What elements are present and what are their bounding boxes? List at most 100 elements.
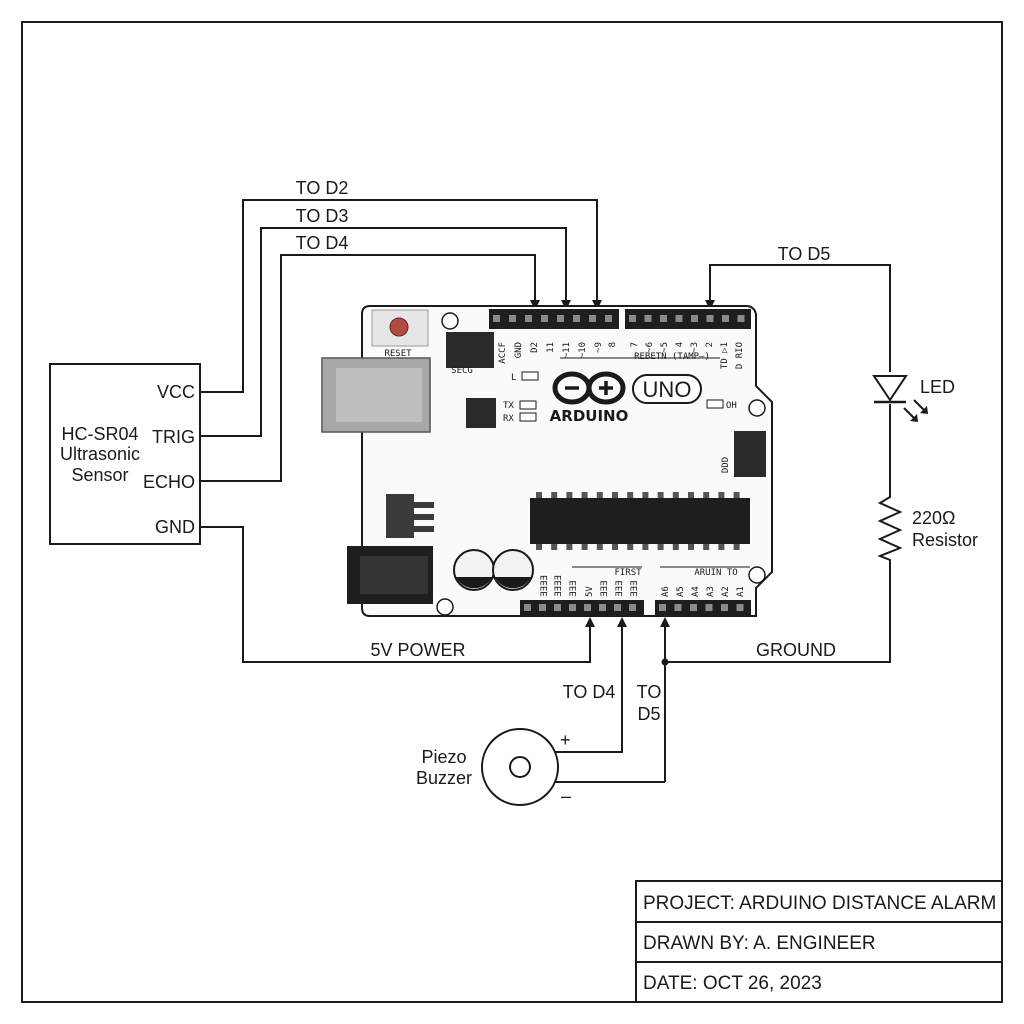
- pin-label: ƎƎƎ: [600, 581, 610, 597]
- resistor: 220Ω Resistor: [877, 490, 978, 563]
- chip-pin: [688, 492, 694, 498]
- header-hole: [660, 315, 667, 322]
- header-hole: [557, 315, 564, 322]
- usb-connector-inner: [336, 368, 422, 422]
- header-hole: [644, 315, 652, 322]
- chip-pin: [703, 544, 710, 550]
- led-rx-indicator: [519, 412, 537, 422]
- led-on-label: OH: [726, 401, 737, 411]
- header-hole: [509, 315, 516, 322]
- chip-pin: [566, 492, 573, 498]
- chip-pin: [672, 492, 679, 498]
- chip-pin: [703, 492, 710, 498]
- header-hole: [629, 604, 636, 611]
- pin-label: ƎƎƎ: [630, 581, 640, 597]
- label-to-d2: TO D2: [296, 178, 349, 198]
- wire-buzzer-plus: [552, 617, 627, 753]
- chip-pin: [612, 544, 618, 550]
- wire-gnd-5v: [200, 526, 595, 663]
- header-hole: [736, 604, 744, 611]
- wire-led-d5: [705, 264, 891, 372]
- header-hole: [722, 315, 729, 322]
- digital-header-right: [625, 309, 751, 329]
- buzzer-label-line2: Buzzer: [416, 768, 472, 788]
- mounting-hole-bottom-left: [436, 598, 454, 616]
- chip-pin: [612, 492, 618, 498]
- digital-header-label: REBETN (TAMP–): [634, 352, 710, 362]
- led-label: LED: [920, 377, 955, 397]
- led-tx-label: TX: [503, 401, 514, 411]
- label-ground: GROUND: [756, 640, 836, 660]
- header-hole: [705, 604, 713, 611]
- buzzer-minus: –: [561, 786, 571, 806]
- led-rx-label: RX: [503, 414, 514, 424]
- header-hole: [659, 604, 666, 611]
- icsp-header-1: [446, 332, 494, 368]
- header-hole: [691, 315, 698, 322]
- pin-label: ƎƎƎƎ: [540, 575, 550, 597]
- wire-trig-d3: [200, 227, 571, 437]
- label-buzzer-to-d5-line1: TO: [637, 682, 662, 702]
- header-hole: [674, 604, 682, 611]
- pin-label: ~5: [660, 342, 670, 353]
- header-hole: [721, 604, 728, 611]
- label-to-d5: TO D5: [778, 244, 831, 264]
- pin-label: 2: [705, 342, 715, 347]
- arduino-uno-board: RESET SECG L TX RX OH ARDUINO UNO DDD: [321, 305, 773, 617]
- led: LED: [872, 375, 955, 422]
- hc-sr04-sensor: HC-SR04 Ultrasonic Sensor VCC TRIG ECHO …: [49, 363, 201, 545]
- led-symbol: [872, 375, 908, 402]
- regulator-tab-3: [414, 526, 434, 532]
- chip-pin: [596, 544, 603, 550]
- digital-header-left: [489, 309, 619, 329]
- top-left-pin-labels: ACCF GND D2 11 ~11 ~10 ~9 8: [498, 342, 618, 364]
- title-block-date: DATE: OCT 26, 2023: [643, 973, 822, 994]
- usb-chip: [466, 398, 496, 428]
- mounting-hole-right-top: [748, 399, 766, 417]
- top-right-pin-labels: 7 ~6 ~5 4 ~3 2 TD ▷1 D RIO: [630, 342, 745, 369]
- reset-button: [389, 317, 409, 337]
- pin-label: ƎƎƎƎ: [554, 575, 564, 597]
- label-to-d4: TO D4: [296, 233, 349, 253]
- header-hole: [539, 604, 546, 611]
- sensor-pin-gnd: GND: [155, 517, 195, 537]
- microcontroller-chip: [530, 498, 750, 544]
- led-ray-head-1: [910, 414, 918, 422]
- wire-resistor-ground: [665, 563, 891, 663]
- power-header-title: FIRST: [614, 568, 642, 578]
- digital-header-holes: [493, 315, 745, 322]
- analog-header-title: ARUIN TO: [694, 568, 737, 578]
- pin-label: ~9: [594, 342, 604, 353]
- pin-label: TD ▷1: [720, 342, 730, 369]
- pin-label: A5: [676, 586, 686, 597]
- sensor-pin-vcc: VCC: [157, 382, 195, 402]
- mounting-hole-right-bottom: [748, 566, 766, 584]
- pin-label: 7: [630, 342, 640, 347]
- header-hole: [629, 315, 636, 322]
- capacitor-1-mark: [456, 577, 492, 589]
- header-hole: [599, 604, 606, 611]
- chip-pin: [536, 492, 542, 498]
- chip-pin: [672, 544, 679, 550]
- header-hole: [690, 604, 697, 611]
- icsp-header-2: [734, 431, 766, 477]
- label-to-d3: TO D3: [296, 206, 349, 226]
- brand-name: ARDUINO: [550, 407, 629, 425]
- pin-label: A1: [736, 586, 746, 597]
- chip-pin: [551, 544, 558, 550]
- sensor-pin-echo: ECHO: [143, 472, 195, 492]
- regulator-tab-2: [414, 514, 434, 520]
- chip-pin: [551, 492, 558, 498]
- chip-pin: [596, 492, 603, 498]
- header-hole: [605, 315, 612, 322]
- sensor-name: HC-SR04: [61, 424, 138, 444]
- pin-label: 8: [608, 342, 618, 347]
- buzzer-label-line1: Piezo: [421, 747, 466, 767]
- header-hole: [554, 604, 561, 611]
- pin-label: ~10: [578, 342, 588, 358]
- pin-label: ƎƎƎ: [569, 581, 579, 597]
- uno-label: UNO: [643, 377, 692, 402]
- bottom-header-holes: [524, 604, 744, 611]
- header-hole: [573, 315, 580, 322]
